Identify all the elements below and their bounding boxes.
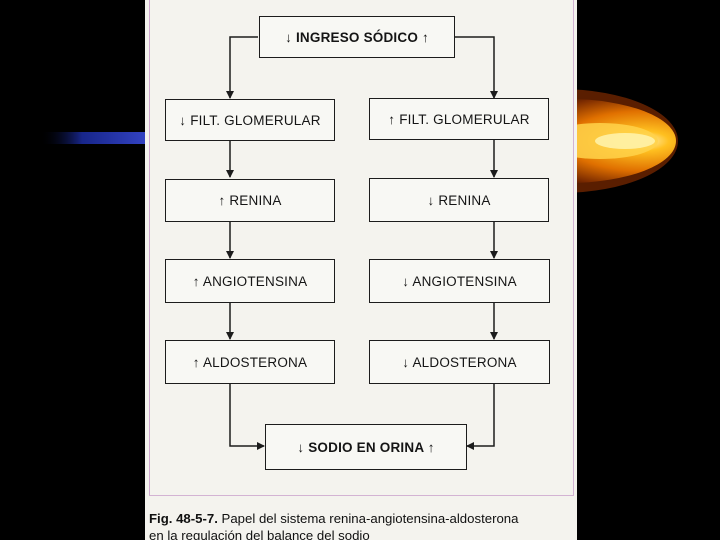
arrow-top-to-left <box>226 36 258 99</box>
page-left-border <box>149 0 150 496</box>
page-bottom-border <box>149 495 573 496</box>
box-right-aldosterona: ↓ ALDOSTERONA <box>369 340 550 384</box>
caption-line-1: Fig. 48-5-7. Papel del sistema renina-an… <box>149 510 577 527</box>
arrow-right-to-bottom <box>466 383 495 450</box>
figure-label: Fig. 48-5-7. <box>149 511 218 526</box>
figure-caption: Fig. 48-5-7. Papel del sistema renina-an… <box>149 510 577 540</box>
box-right-filt-glomerular: ↑ FILT. GLOMERULAR <box>369 98 549 140</box>
box-left-filt-glomerular: ↓ FILT. GLOMERULAR <box>165 99 335 141</box>
caption-line-2: en la regulación del balance del sodio <box>149 528 370 540</box>
box-right-angiotensina: ↓ ANGIOTENSINA <box>369 259 550 303</box>
box-right-renina: ↓ RENINA <box>369 178 549 222</box>
textbook-page: ↓ INGRESO SÓDICO ↑ ↓ FILT. GLOMERULAR ↑ … <box>145 0 577 540</box>
box-left-renina: ↑ RENINA <box>165 179 335 222</box>
box-left-aldosterona: ↑ ALDOSTERONA <box>165 340 335 384</box>
page-right-border <box>573 0 574 496</box>
box-ingreso-sodico: ↓ INGRESO SÓDICO ↑ <box>259 16 455 58</box>
box-left-angiotensina: ↑ ANGIOTENSINA <box>165 259 335 303</box>
box-sodio-en-orina: ↓ SODIO EN ORINA ↑ <box>265 424 467 470</box>
caption-title: Papel del sistema renina-angiotensina-al… <box>217 511 519 526</box>
flowchart-arrows <box>226 36 498 450</box>
arrow-left-to-bottom <box>229 383 265 450</box>
arrow-top-to-right <box>455 36 498 99</box>
